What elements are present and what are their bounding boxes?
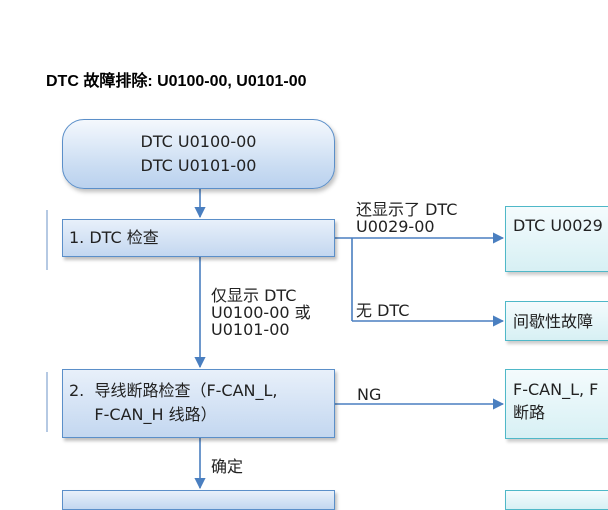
result3-line2: 断路 bbox=[513, 403, 546, 422]
start-dtc-2: DTC U0101-00 bbox=[140, 156, 257, 175]
step3-node bbox=[62, 490, 335, 510]
step1-label: 1. DTC 检查 bbox=[69, 228, 159, 247]
label-only-shown-line1: 仅显示 DTC bbox=[211, 286, 297, 305]
result-intermittent-fault: 间歇性故障 bbox=[505, 301, 608, 341]
label-also-shown-line1: 还显示了 DTC bbox=[356, 200, 458, 219]
result4-node bbox=[505, 490, 608, 510]
label-also-shown-line2: U0029-00 bbox=[356, 217, 435, 236]
start-node: DTC U0100-00 DTC U0101-00 bbox=[62, 119, 335, 189]
label-ng: NG bbox=[357, 385, 382, 404]
result3-line1: F-CAN_L, F bbox=[513, 380, 599, 399]
label-only-shown-line3: U0101-00 bbox=[211, 320, 290, 339]
step2-line2: F-CAN_H 线路） bbox=[69, 405, 217, 424]
label-only-shown: 仅显示 DTC U0100-00 或 U0101-00 bbox=[211, 287, 311, 338]
result-dtc-u0029: DTC U0029 bbox=[505, 206, 608, 272]
result2-label: 间歇性故障 bbox=[513, 311, 594, 331]
label-only-shown-line2: U0100-00 或 bbox=[211, 303, 311, 322]
label-no-dtc: 无 DTC bbox=[356, 301, 410, 320]
left-margin-mark bbox=[46, 210, 48, 270]
step2-line1: 2. 导线断路检查（F-CAN_L, bbox=[69, 381, 278, 400]
label-ok: 确定 bbox=[211, 457, 244, 476]
result1-label: DTC U0029 bbox=[513, 216, 603, 235]
left-margin-mark bbox=[46, 372, 48, 432]
step2-node: 2. 导线断路检查（F-CAN_L, F-CAN_H 线路） bbox=[62, 369, 335, 438]
label-also-shown: 还显示了 DTC U0029-00 bbox=[356, 201, 457, 235]
flow-connectors bbox=[194, 189, 505, 490]
result-open-circuit: F-CAN_L, F 断路 bbox=[505, 369, 608, 439]
page-title: DTC 故障排除: U0100-00, U0101-00 bbox=[46, 73, 307, 90]
start-dtc-1: DTC U0100-00 bbox=[140, 132, 257, 151]
step1-node: 1. DTC 检查 bbox=[62, 219, 335, 257]
